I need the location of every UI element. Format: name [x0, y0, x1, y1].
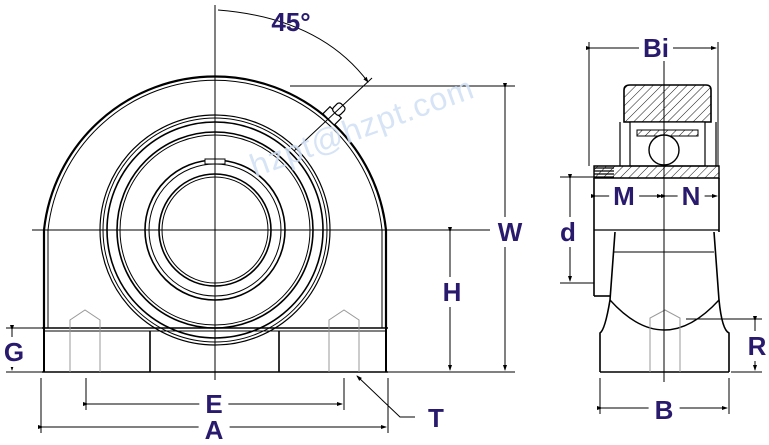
dim-label-d: d	[560, 217, 576, 247]
side-view	[560, 40, 762, 414]
angle-label: 45°	[271, 7, 311, 37]
dim-label-m: M	[609, 183, 639, 209]
dim-label-bi: Bi	[639, 35, 673, 61]
dim-label-g: G	[3, 337, 25, 367]
dim-label-b: B	[648, 397, 680, 423]
dim-label-r: R	[747, 331, 767, 361]
dim-label-h: H	[442, 277, 462, 307]
dim-label-n: N	[677, 183, 705, 209]
dim-label-e: E	[199, 391, 229, 417]
front-view	[6, 5, 515, 433]
dim-label-a: A	[198, 417, 230, 443]
dim-label-w: W	[497, 217, 523, 247]
dim-label-t: T	[428, 403, 444, 433]
